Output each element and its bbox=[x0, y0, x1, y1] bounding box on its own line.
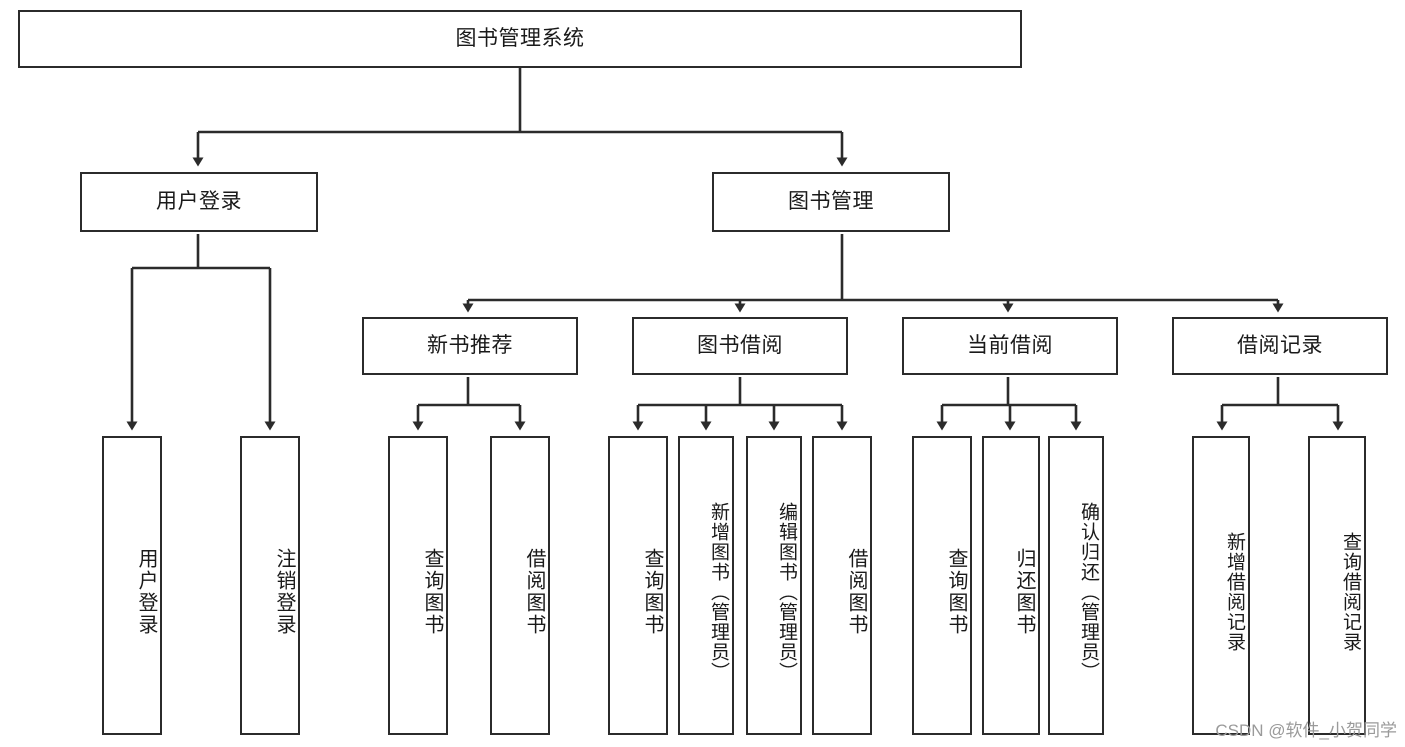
leaf-current-query-book[interactable]: 查询图书 bbox=[912, 436, 972, 735]
node-borrow-record[interactable]: 借阅记录 bbox=[1172, 317, 1388, 375]
leaf-logout[interactable]: 注销登录 bbox=[240, 436, 300, 735]
leaf-current-confirm-return-admin[interactable]: 确认归还（管理员） bbox=[1048, 436, 1104, 735]
leaf-borrow-query-book[interactable]: 查询图书 bbox=[608, 436, 668, 735]
leaf-record-add[interactable]: 新增借阅记录 bbox=[1192, 436, 1250, 735]
node-book-management[interactable]: 图书管理 bbox=[712, 172, 950, 232]
leaf-current-return-book[interactable]: 归还图书 bbox=[982, 436, 1040, 735]
node-root-system[interactable]: 图书管理系统 bbox=[18, 10, 1022, 68]
leaf-borrow-edit-book-admin[interactable]: 编辑图书（管理员） bbox=[746, 436, 802, 735]
leaf-user-login[interactable]: 用户登录 bbox=[102, 436, 162, 735]
node-book-borrow[interactable]: 图书借阅 bbox=[632, 317, 848, 375]
connector-lines bbox=[126, 68, 1344, 431]
node-new-book-recommend[interactable]: 新书推荐 bbox=[362, 317, 578, 375]
node-user-login[interactable]: 用户登录 bbox=[80, 172, 318, 232]
leaf-new-book-query[interactable]: 查询图书 bbox=[388, 436, 448, 735]
leaf-record-query[interactable]: 查询借阅记录 bbox=[1308, 436, 1366, 735]
csdn-watermark: CSDN @软件_小贺同学 bbox=[1215, 721, 1397, 740]
node-current-borrow[interactable]: 当前借阅 bbox=[902, 317, 1118, 375]
leaf-borrow-borrow-book[interactable]: 借阅图书 bbox=[812, 436, 872, 735]
leaf-borrow-add-book-admin[interactable]: 新增图书（管理员） bbox=[678, 436, 734, 735]
leaf-new-book-borrow[interactable]: 借阅图书 bbox=[490, 436, 550, 735]
